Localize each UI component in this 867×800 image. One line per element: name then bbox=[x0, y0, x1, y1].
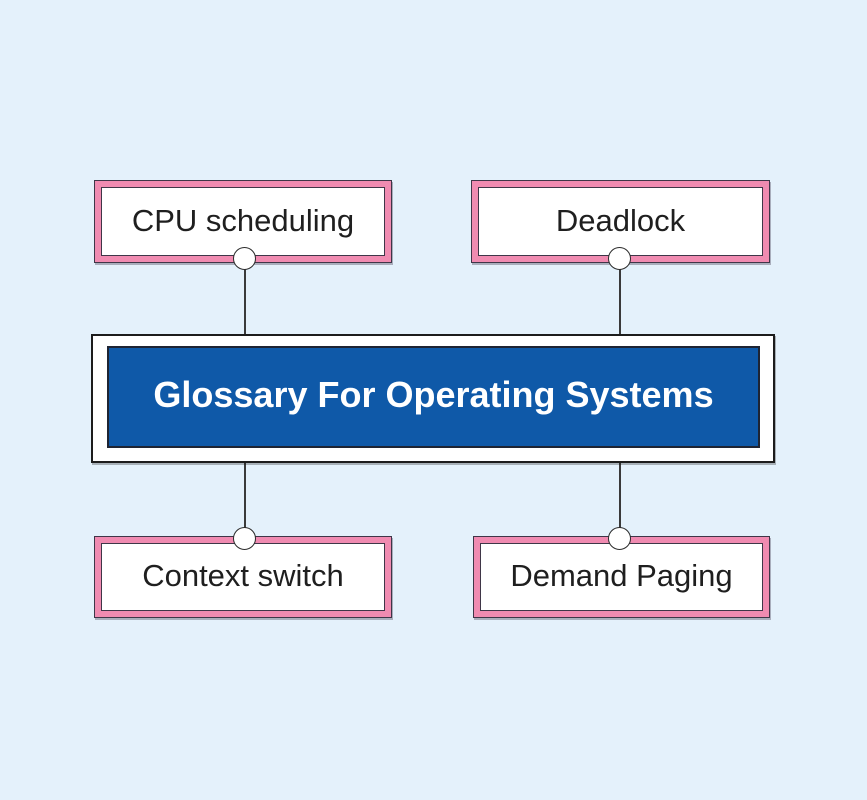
node-deadlock[interactable]: Deadlock bbox=[471, 180, 770, 263]
connector-demand-paging bbox=[619, 462, 621, 540]
connector-cpu-scheduling bbox=[244, 259, 246, 335]
connection-port-context-switch[interactable] bbox=[233, 527, 256, 550]
connector-context-switch bbox=[244, 462, 246, 540]
node-central-topic[interactable]: Glossary For Operating Systems bbox=[91, 334, 775, 463]
connection-port-deadlock[interactable] bbox=[608, 247, 631, 270]
node-demand-paging-face: Demand Paging bbox=[480, 543, 763, 611]
node-deadlock-label: Deadlock bbox=[555, 202, 686, 238]
node-cpu-scheduling-face: CPU scheduling bbox=[101, 187, 385, 256]
node-demand-paging-label: Demand Paging bbox=[510, 558, 733, 593]
node-context-switch[interactable]: Context switch bbox=[94, 536, 392, 618]
node-context-switch-face: Context switch bbox=[101, 543, 385, 611]
node-cpu-scheduling-label: CPU scheduling bbox=[131, 202, 355, 238]
node-central-topic-face: Glossary For Operating Systems bbox=[107, 346, 760, 448]
connection-port-cpu-scheduling[interactable] bbox=[233, 247, 256, 270]
node-deadlock-face: Deadlock bbox=[478, 187, 763, 256]
node-context-switch-label: Context switch bbox=[142, 558, 344, 593]
connector-deadlock bbox=[619, 259, 621, 335]
central-topic-title: Glossary For Operating Systems bbox=[153, 374, 714, 415]
connection-port-demand-paging[interactable] bbox=[608, 527, 631, 550]
